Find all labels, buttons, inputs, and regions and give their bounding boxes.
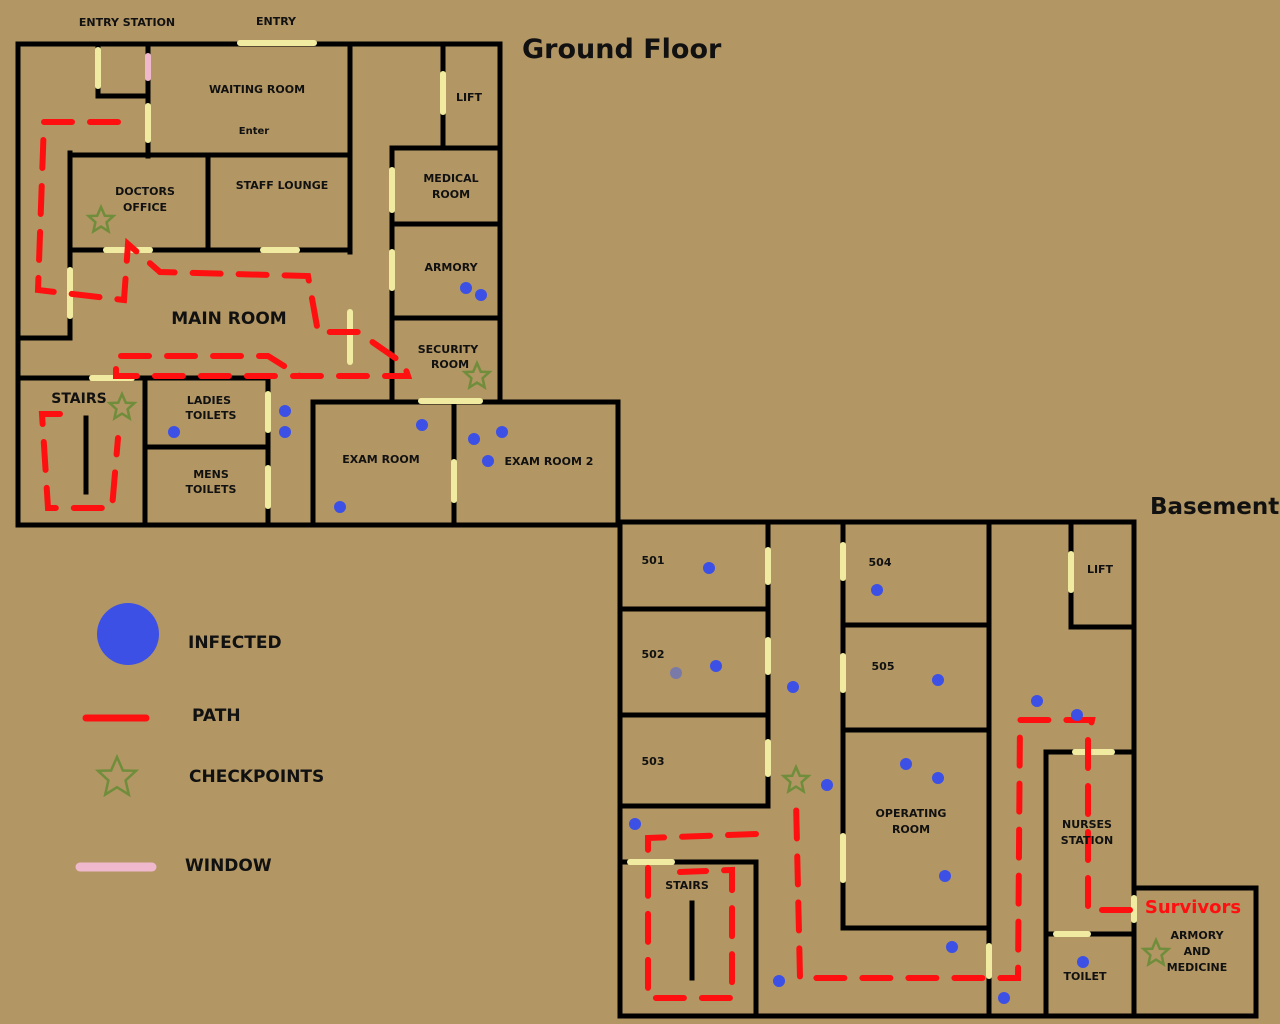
checkpoint-star-icon [461,359,493,391]
entry-station-label: ENTRY STATION [79,16,175,29]
medical-room-label-1: MEDICAL [423,172,478,185]
checkpoint-star-icon [85,203,117,235]
main-room-label: MAIN ROOM [171,309,286,329]
infected-marker [279,405,291,417]
infected-marker [475,289,487,301]
room-503-label: 503 [642,755,665,768]
infected-marker [460,282,472,294]
infected-marker [496,426,508,438]
entry-label: ENTRY [256,15,297,28]
basement-stairs-label: STAIRS [665,879,709,892]
armory-medicine-label-3: MEDICINE [1167,961,1228,974]
infected-marker [482,455,494,467]
infected-marker [932,772,944,784]
basement-labels: 501 502 503 504 505 LIFT OPERATING ROOM … [642,554,1242,983]
doctors-office-label-2: OFFICE [123,201,167,214]
legend: INFECTED PATH CHECKPOINTS WINDOW [75,603,324,876]
infected-markers [168,282,1089,1004]
ladies-toilets-label-2: TOILETS [186,409,237,422]
infected-marker-faded [670,667,682,679]
infected-marker [787,681,799,693]
operating-room-label-1: OPERATING [876,807,947,820]
enter-label: Enter [239,126,270,137]
infected-marker [900,758,912,770]
operating-room-label-2: ROOM [892,823,930,836]
legend-checkpoints-label: CHECKPOINTS [189,767,324,787]
legend-window-label: WINDOW [185,856,272,876]
infected-marker [168,426,180,438]
legend-checkpoint-star-icon [94,753,140,798]
security-room-label-2: ROOM [431,358,469,371]
waiting-room-label: WAITING ROOM [209,83,305,96]
exam-room-label: EXAM ROOM [342,453,419,466]
stairs-label: STAIRS [51,391,106,407]
exam-room-2-label: EXAM ROOM 2 [505,455,594,468]
mens-toilets-label-2: TOILETS [186,483,237,496]
nurses-station-label-2: STATION [1061,834,1113,847]
infected-marker [821,779,833,791]
armory-label: ARMORY [424,261,478,274]
survivors-label: Survivors [1145,897,1241,918]
basement-lift-label: LIFT [1087,563,1114,576]
infected-marker [773,975,785,987]
toilet-label: TOILET [1064,970,1107,983]
room-502-label: 502 [642,648,665,661]
nurses-station-label-1: NURSES [1062,818,1112,831]
infected-marker [710,660,722,672]
ground-floor-title: Ground Floor [522,34,722,65]
legend-infected-icon [97,603,159,665]
infected-marker [334,501,346,513]
basement-title: Basement [1150,494,1279,520]
room-505-label: 505 [872,660,895,673]
infected-marker [468,433,480,445]
infected-marker [1031,695,1043,707]
checkpoint-star-icon [106,390,138,422]
ladies-toilets-label-1: LADIES [187,394,231,407]
lift-label: LIFT [456,91,483,104]
armory-medicine-label-2: AND [1184,945,1211,958]
infected-marker [939,870,951,882]
ground-floor-labels: ENTRY STATION ENTRY WAITING ROOM Enter L… [51,15,593,496]
escape-path-ground [34,119,413,511]
escape-path-basement [645,717,1133,1001]
infected-marker [1071,709,1083,721]
infected-marker [1077,956,1089,968]
checkpoint-star-icon [780,763,812,795]
checkpoint-star-icon [1140,936,1172,968]
infected-marker [703,562,715,574]
checkpoint-markers [85,203,1172,968]
room-504-label: 504 [869,556,892,569]
infected-marker [416,419,428,431]
armory-medicine-label-1: ARMORY [1170,929,1224,942]
infected-marker [629,818,641,830]
room-501-label: 501 [642,554,665,567]
infected-marker [279,426,291,438]
staff-lounge-label: STAFF LOUNGE [236,179,329,192]
infected-marker [932,674,944,686]
infected-marker [998,992,1010,1004]
doors [67,40,1137,979]
infected-marker [871,584,883,596]
infected-marker [946,941,958,953]
legend-path-label: PATH [192,706,241,726]
ground-floor-walls [15,41,623,528]
mens-toilets-label-1: MENS [193,468,229,481]
medical-room-label-2: ROOM [432,188,470,201]
security-room-label-1: SECURITY [418,343,480,356]
doctors-office-label-1: DOCTORS [115,185,175,198]
basement-walls [617,519,1259,1019]
legend-infected-label: INFECTED [188,633,282,653]
